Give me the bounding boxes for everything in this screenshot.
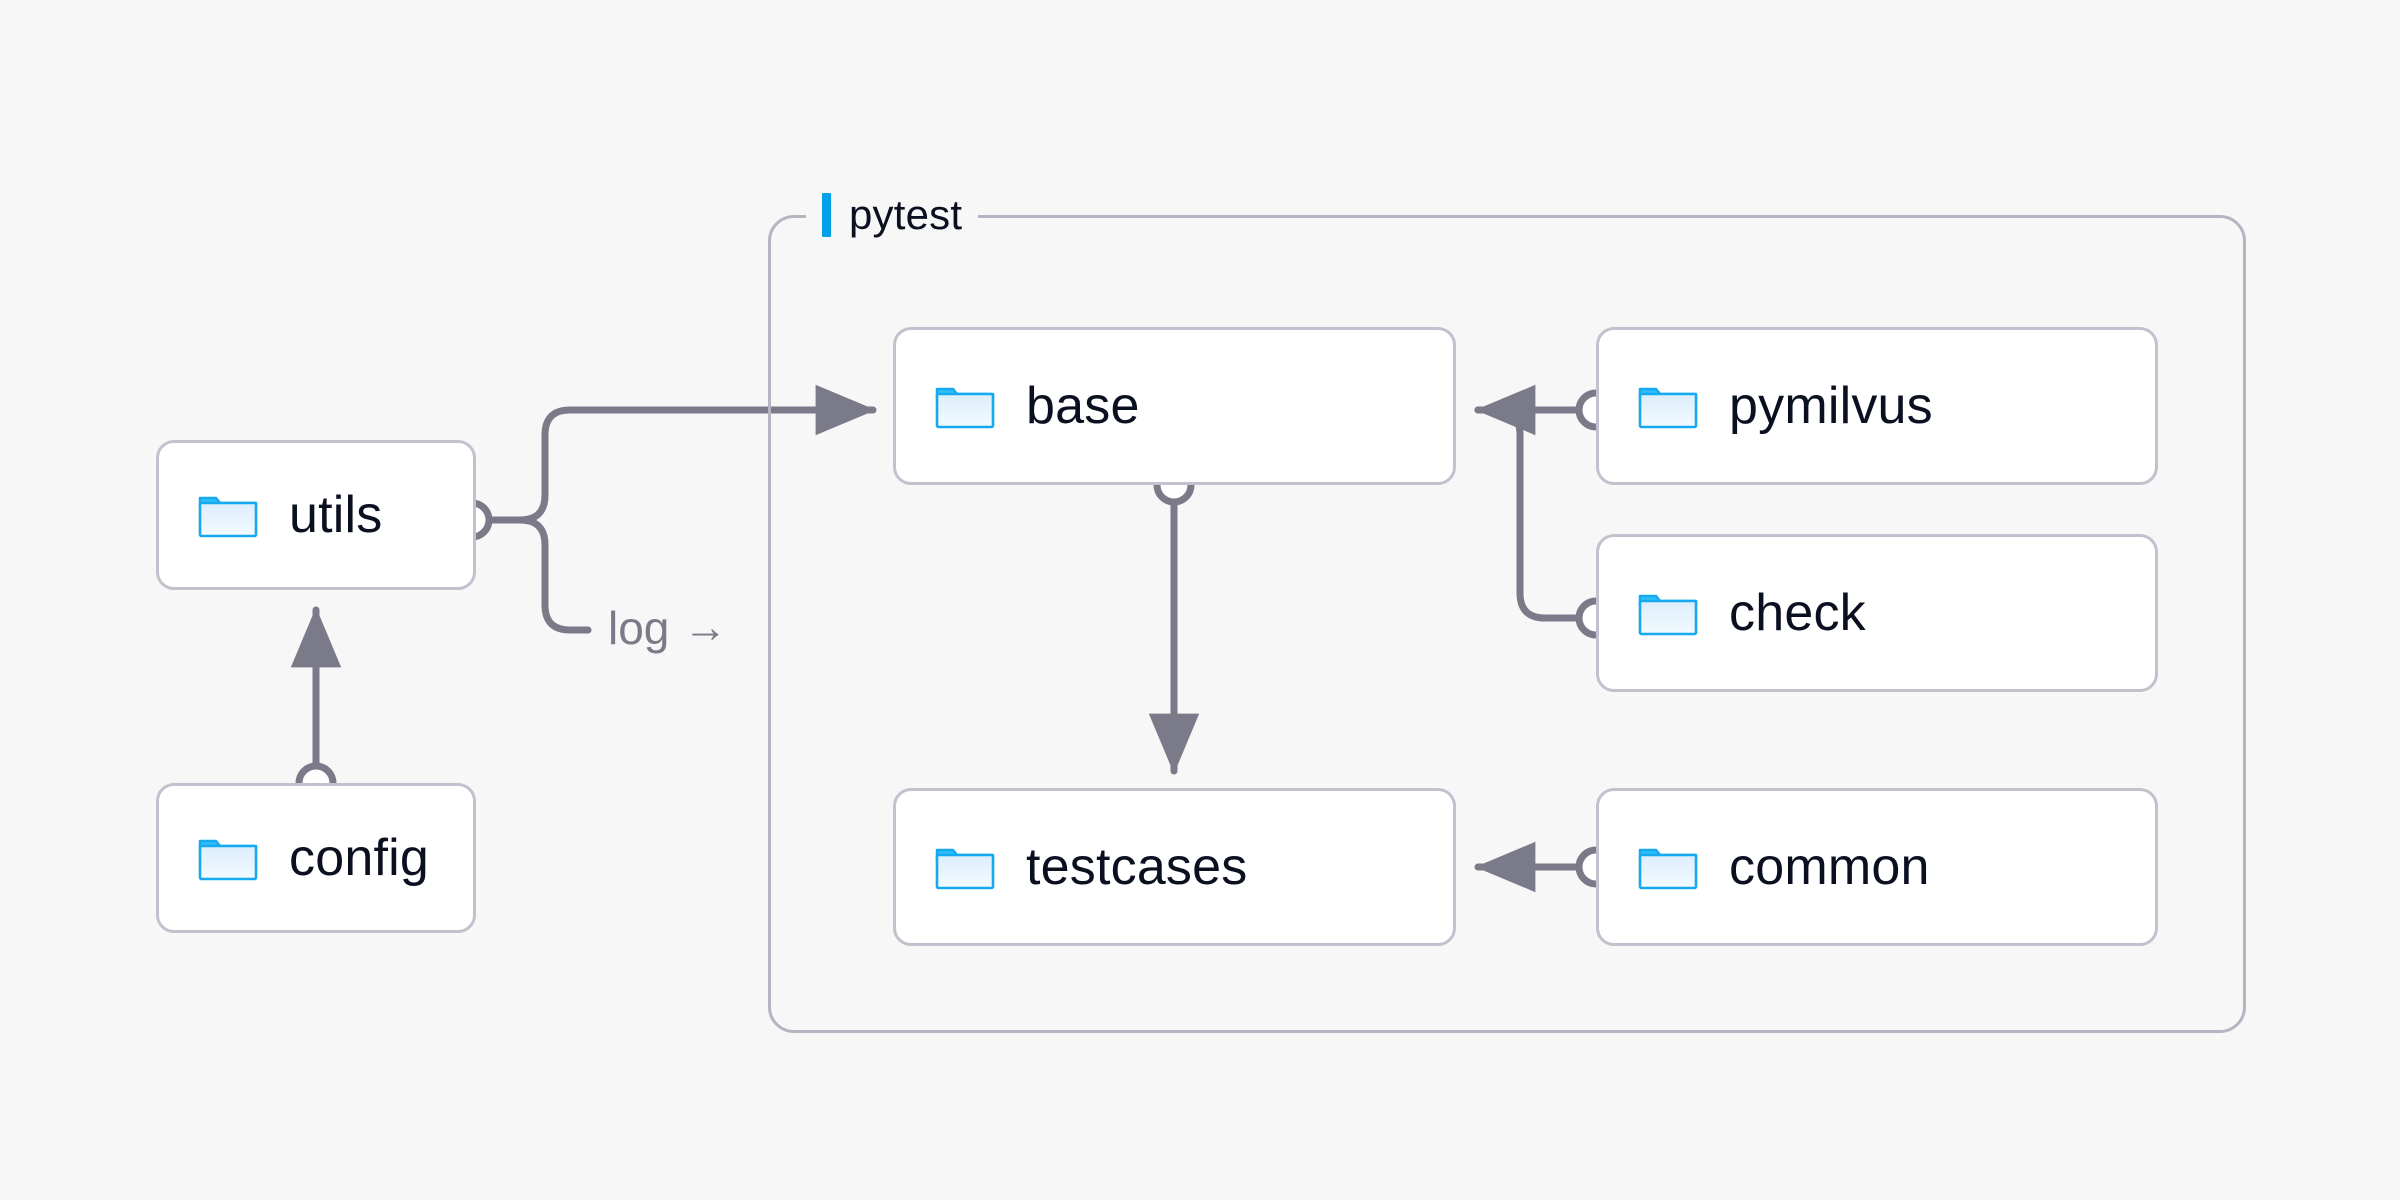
node-check-label: check	[1729, 584, 1866, 642]
node-pymilvus-label: pymilvus	[1729, 377, 1933, 435]
edge-label-log-text: log	[608, 602, 670, 654]
folder-icon	[935, 848, 995, 890]
group-pytest[interactable]	[768, 215, 2246, 1033]
node-common-label: common	[1729, 838, 1930, 896]
node-pymilvus[interactable]: pymilvus	[1596, 327, 2158, 485]
edge-label-log: log →	[598, 602, 738, 654]
folder-icon	[1638, 848, 1698, 890]
node-utils-label: utils	[289, 486, 383, 544]
node-testcases[interactable]: testcases	[893, 788, 1456, 946]
group-pytest-label: pytest	[806, 189, 979, 241]
node-config-label: config	[289, 829, 429, 887]
node-utils[interactable]: utils	[156, 440, 476, 590]
vertical-bar-icon	[822, 193, 831, 237]
folder-icon	[1638, 387, 1698, 429]
node-testcases-label: testcases	[1026, 838, 1248, 896]
folder-icon	[198, 839, 258, 881]
folder-icon	[935, 387, 995, 429]
node-check[interactable]: check	[1596, 534, 2158, 692]
edge-utils-to-log	[489, 516, 592, 634]
node-base-label: base	[1026, 377, 1140, 435]
folder-icon	[198, 496, 258, 538]
node-common[interactable]: common	[1596, 788, 2158, 946]
folder-icon	[1638, 594, 1698, 636]
node-base[interactable]: base	[893, 327, 1456, 485]
arrow-right-icon: →	[683, 603, 728, 652]
group-pytest-title: pytest	[849, 191, 963, 238]
node-config[interactable]: config	[156, 783, 476, 933]
